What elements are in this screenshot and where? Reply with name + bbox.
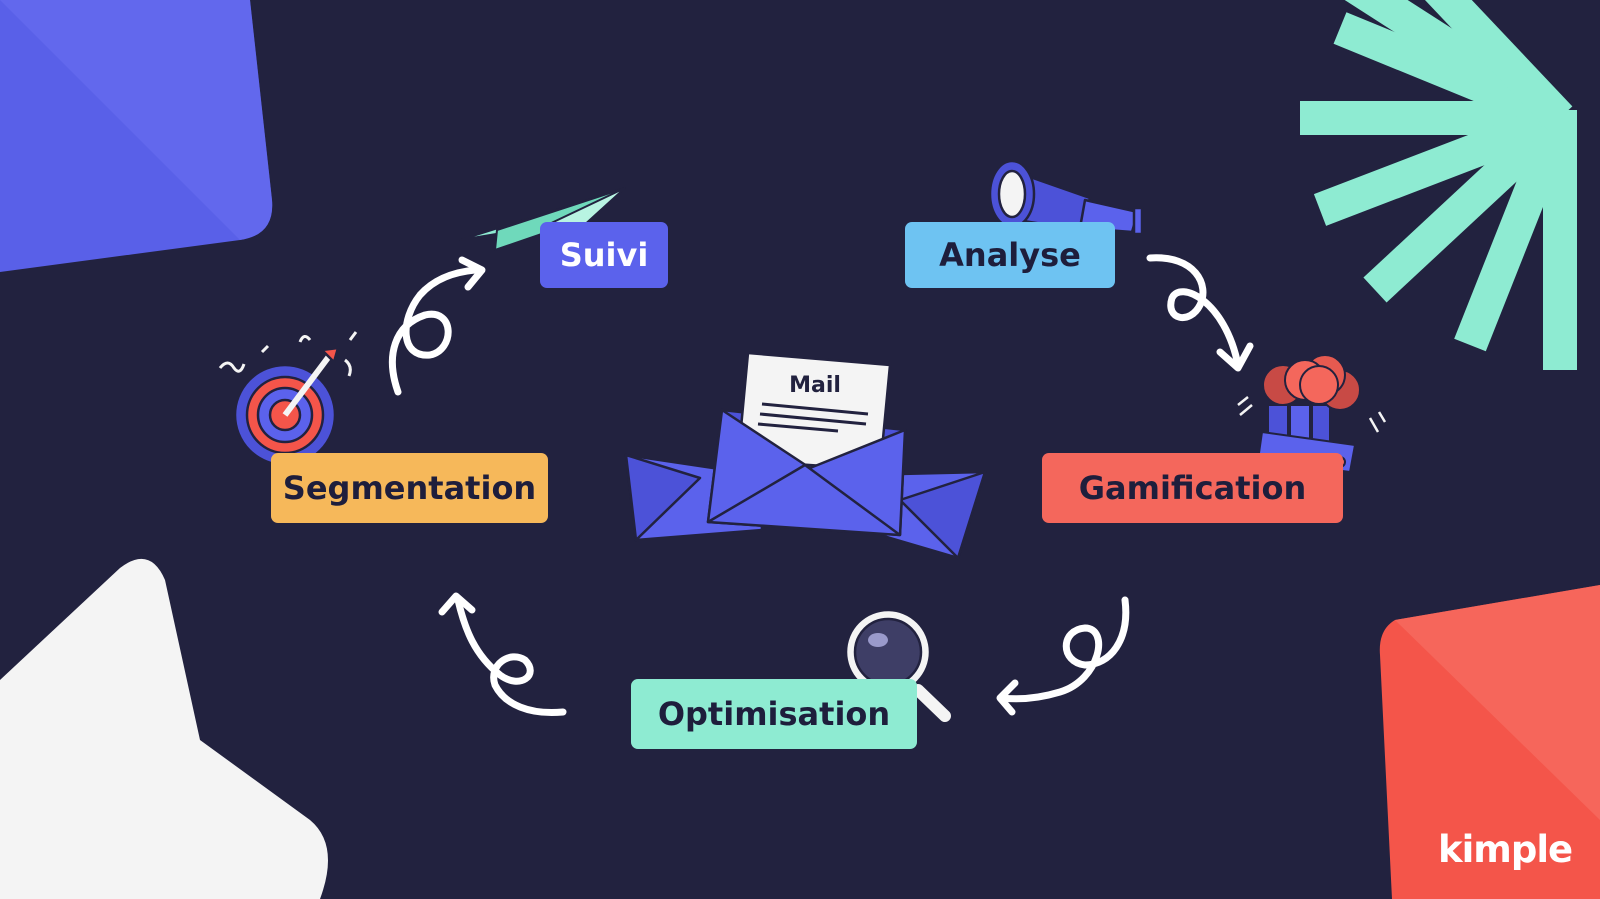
step-suivi: Suivi [540,222,668,288]
magnifier-icon [844,608,951,722]
mail-label: Mail [789,373,841,398]
kimple-logo: kimple [1438,828,1573,871]
step-segmentation: Segmentation [271,453,548,523]
arrow-head-4 [438,592,476,616]
arrow-head-2 [1216,342,1254,372]
target-icon [218,331,358,467]
arrow-head-3 [996,679,1019,716]
step-analyse: Analyse [905,222,1115,288]
starburst-icon [1300,0,1577,370]
white-corner-shape [0,558,328,899]
envelope-icon [624,351,987,560]
blue-corner-shade [0,0,273,240]
step-optimisation: Optimisation [631,679,917,749]
arrow-head-1 [458,256,486,291]
balloons-icon [1237,354,1387,474]
red-corner-shade [1395,585,1600,820]
step-gamification: Gamification [1042,453,1343,523]
cycle-arrows [388,254,1254,717]
arrow-gamification-to-optimisation [998,596,1130,703]
arrow-segmentation-to-suivi [388,266,479,396]
arrow-analyse-to-gamification [1146,254,1242,369]
arrow-optimisation-to-segmentation [454,596,567,717]
